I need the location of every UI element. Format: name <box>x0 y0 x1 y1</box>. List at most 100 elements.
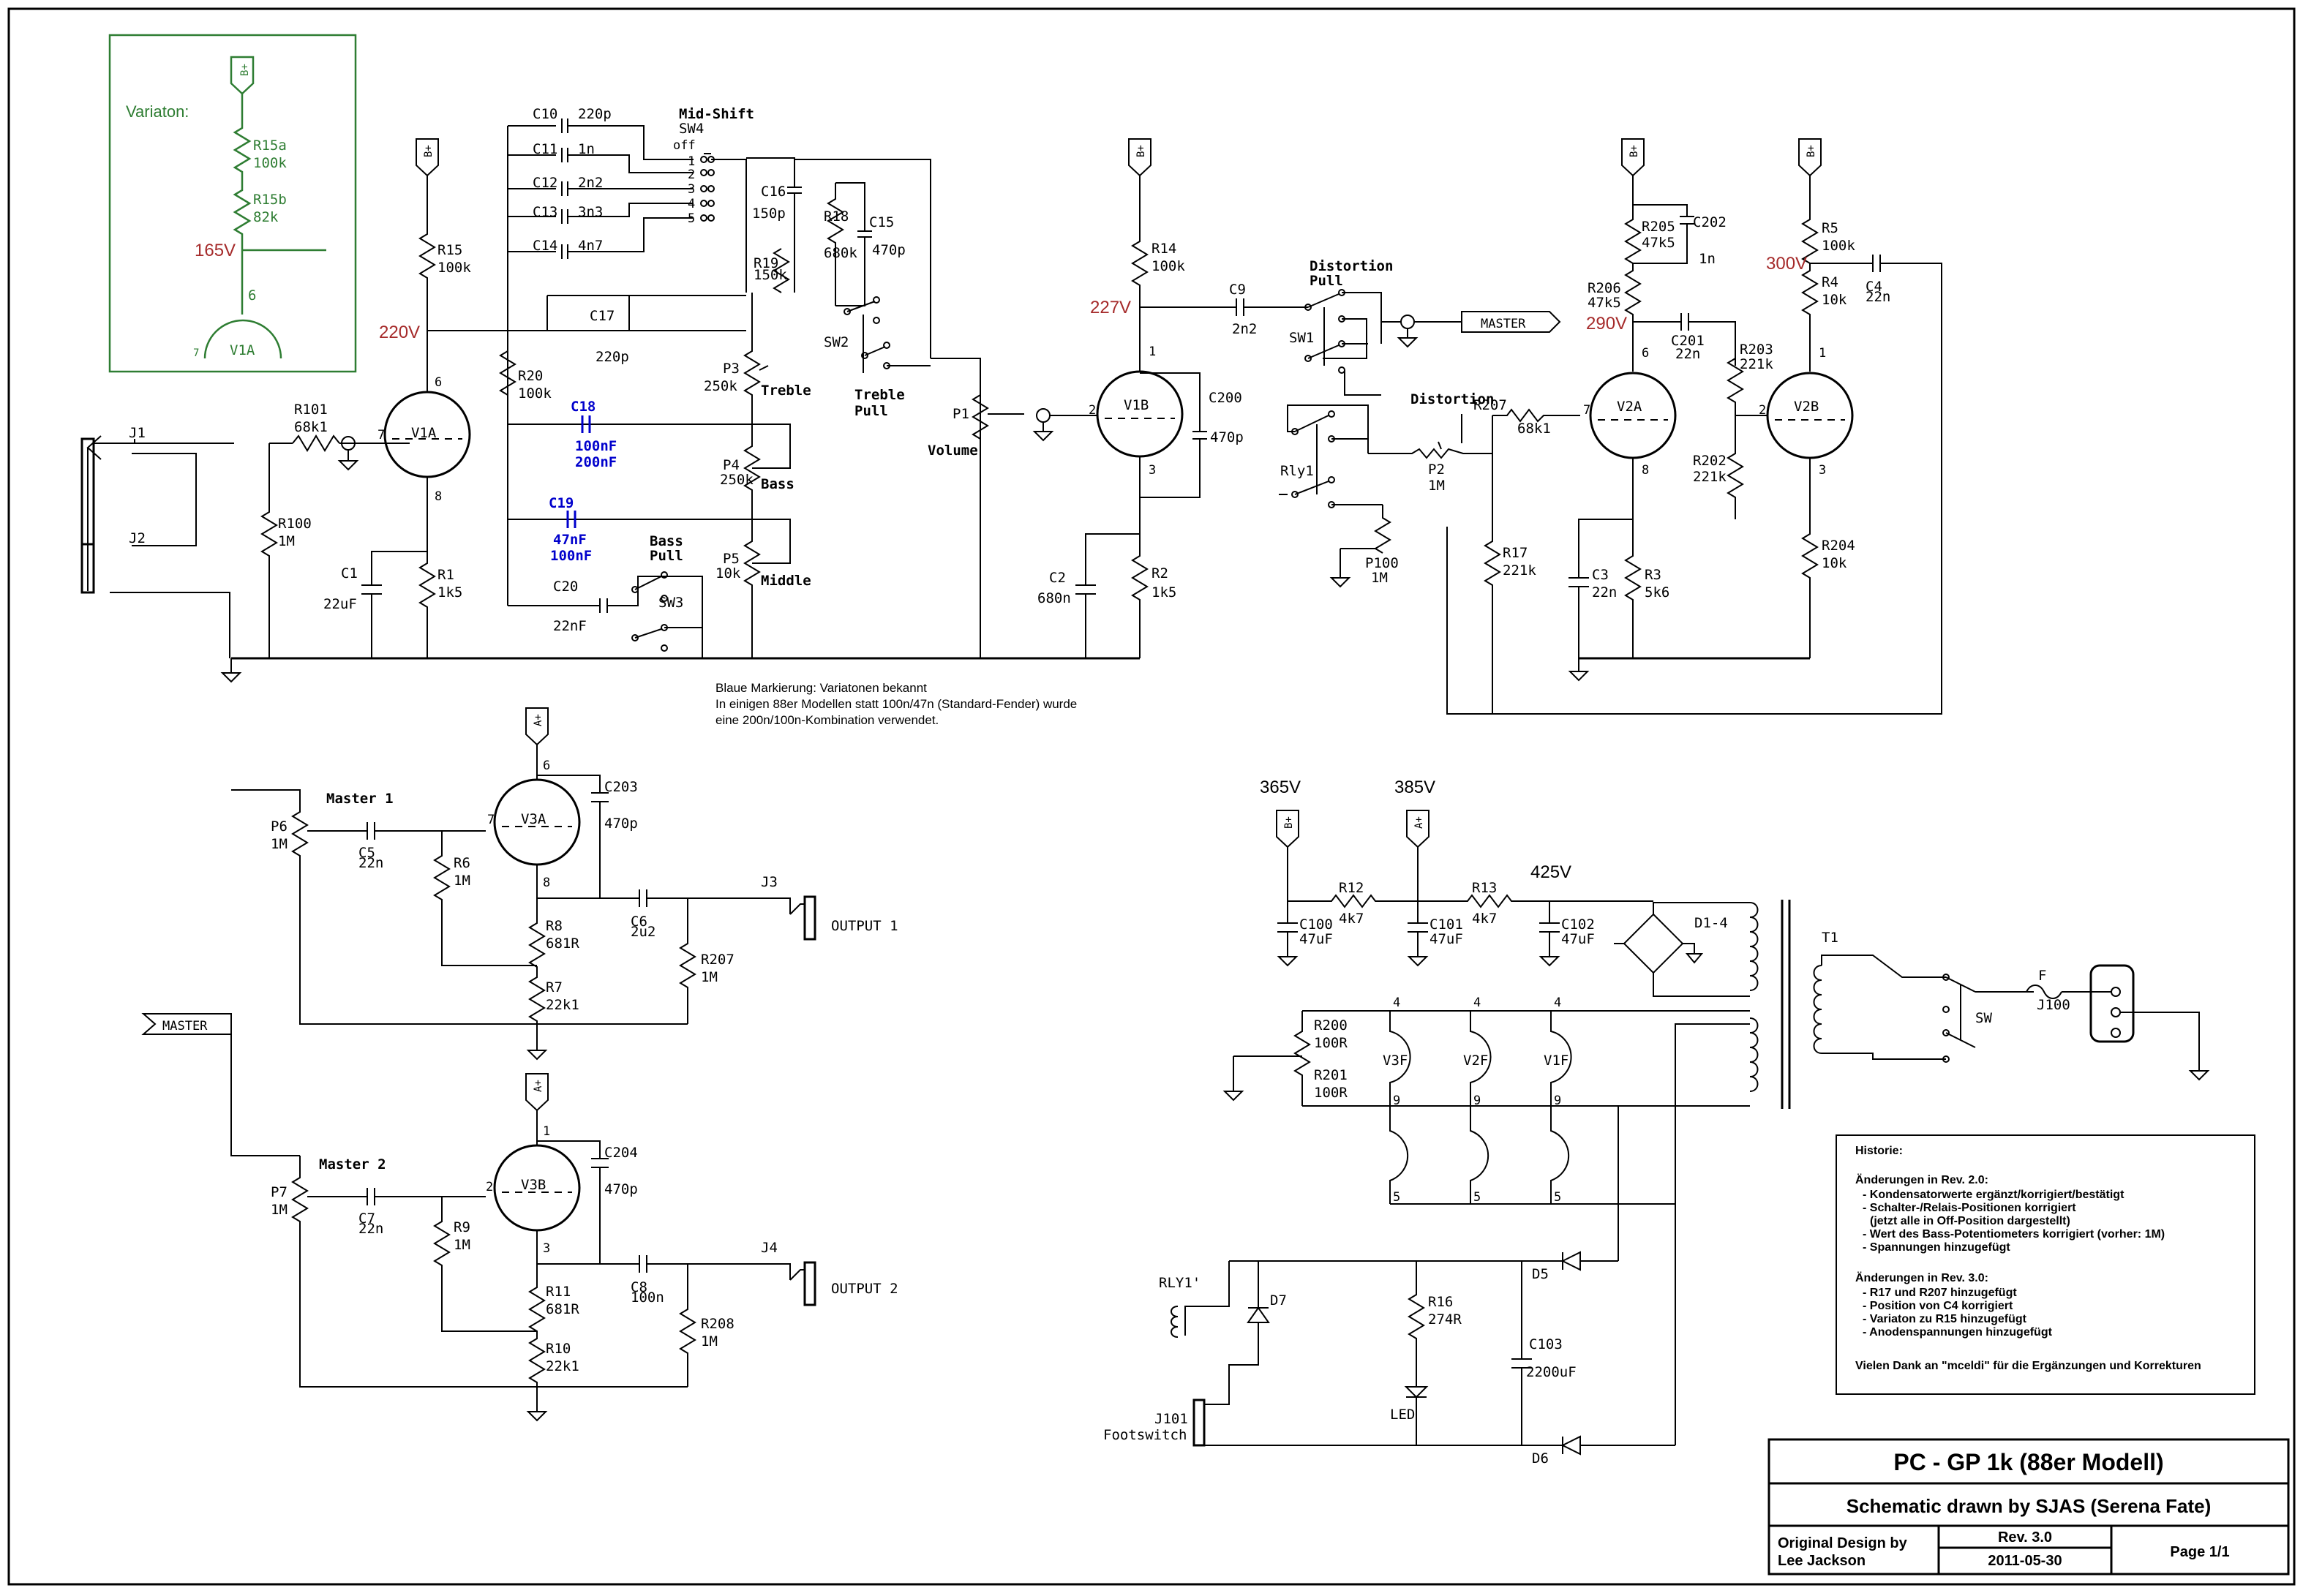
c8-label: C8 <box>631 1279 647 1295</box>
p6-label: P6 <box>271 818 288 835</box>
c1-label: C1 <box>341 565 358 581</box>
c19-value-2: 100nF <box>550 548 592 564</box>
c7-label: C7 <box>358 1211 375 1227</box>
r208-label: R208 <box>701 1316 735 1332</box>
r7-value: 22k1 <box>546 997 579 1013</box>
title-block: PC - GP 1k (88er Modell) Schematic drawn… <box>1767 1438 2290 1576</box>
c5-value: 22n <box>358 855 383 871</box>
p3-label: P3 <box>723 361 740 377</box>
c202-value: 1n <box>1699 251 1716 267</box>
sw4-off: off <box>673 138 696 153</box>
note-line-2: In einigen 88er Modellen statt 100n/47n … <box>715 697 1077 711</box>
sw4-pos2: 2 <box>688 167 695 182</box>
bass-label: Bass <box>761 476 794 492</box>
jack-j4-label: J4 <box>761 1240 778 1256</box>
v3b-pin2: 2 <box>486 1180 493 1194</box>
d5-label: D5 <box>1532 1266 1549 1282</box>
c204-value: 470p <box>604 1181 638 1197</box>
c101-value: 47uF <box>1429 931 1463 947</box>
r11-label: R11 <box>546 1284 571 1300</box>
led-label: LED <box>1390 1407 1415 1423</box>
v2f-label: V2F <box>1463 1053 1488 1069</box>
r203-label: R203 <box>1740 342 1773 358</box>
r16-value: 274R <box>1428 1311 1462 1328</box>
c16-value: 150p <box>752 206 786 222</box>
v1a-pin6: 6 <box>435 375 442 390</box>
c9-value: 2n2 <box>1232 321 1257 337</box>
variation-pin7: 7 <box>193 347 199 359</box>
v1f-pin4: 4 <box>1554 995 1561 1010</box>
rly1-label: Rly1 <box>1280 463 1314 479</box>
c100-label: C100 <box>1299 916 1333 933</box>
c18-label: C18 <box>571 399 596 415</box>
r8-label: R8 <box>546 918 563 934</box>
c17-label: C17 <box>590 308 615 324</box>
c4-value: 22n <box>1866 289 1890 305</box>
r205-value: 47k5 <box>1642 235 1675 251</box>
v3a-pin7: 7 <box>487 813 495 827</box>
r20-value: 100k <box>518 385 552 402</box>
r3-label: R3 <box>1645 567 1661 583</box>
r11-value: 681R <box>546 1301 579 1317</box>
c201-value: 22n <box>1675 346 1700 362</box>
history-rev3-line2: - Position von C4 korrigiert <box>1863 1300 2013 1312</box>
treble-label: Treble <box>761 383 811 399</box>
tube-v1b-label: V1B <box>1124 397 1149 413</box>
j100-label: J100 <box>2037 997 2070 1013</box>
p100-value: 1M <box>1371 570 1388 586</box>
variation-title: Variaton: <box>126 102 189 121</box>
v3b-aplus: A+ <box>533 1080 544 1092</box>
tube-v1a-label: V1A <box>411 425 437 441</box>
p7-value: 1M <box>271 1202 288 1218</box>
output-stage-1: Master 1 P6 1M C5 22n R6 1M V3A 7 6 8 A+… <box>141 707 898 1156</box>
c201-label: C201 <box>1671 333 1705 349</box>
history-rev2-line4: - Wert des Bass-Potentiometers korrigier… <box>1863 1228 2165 1241</box>
v3a-pin8: 8 <box>543 876 550 890</box>
output2-label: OUTPUT 2 <box>831 1281 898 1297</box>
jack-j3-label: J3 <box>761 874 778 890</box>
r14-label: R14 <box>1152 241 1176 257</box>
voltage-365: 365V <box>1260 778 1301 797</box>
revision-date: 2011-05-30 <box>1988 1553 2062 1569</box>
voltage-425: 425V <box>1530 862 1571 882</box>
distortion-pull-label: Distortion <box>1310 258 1393 274</box>
r8-value: 681R <box>546 936 579 952</box>
r9-value: 1M <box>454 1237 470 1253</box>
revision: Rev. 3.0 <box>1998 1529 2052 1546</box>
p5-value: 10k <box>715 565 741 581</box>
sw4-pos1: 1 <box>688 154 695 169</box>
c100-value: 47uF <box>1299 931 1333 947</box>
c102-label: C102 <box>1561 916 1595 933</box>
c203-label: C203 <box>604 779 638 795</box>
r200-value: 100R <box>1314 1035 1348 1051</box>
r15-value: 100k <box>437 260 471 276</box>
d7-label: D7 <box>1270 1292 1287 1309</box>
power-supply: 365V 385V 425V B+ A+ R12 4k7 R13 4k7 C10… <box>1222 778 2210 1445</box>
c200-label: C200 <box>1209 390 1242 406</box>
v2f-pin4: 4 <box>1473 995 1481 1010</box>
v3f-pin4: 4 <box>1393 995 1400 1010</box>
rly1-coil-label: RLY1' <box>1159 1275 1201 1291</box>
c204-label: C204 <box>604 1145 638 1161</box>
variation-r15b-value: 82k <box>253 209 279 225</box>
p3-value: 250k <box>704 378 737 394</box>
r204-value: 10k <box>1822 555 1847 571</box>
r19-label: R19 <box>754 255 778 271</box>
r207-output-value: 1M <box>701 969 718 985</box>
c101-label: C101 <box>1429 916 1463 933</box>
output-stage-2: Master 2 P7 1M C7 22n R9 1M V3B 2 1 3 A+… <box>271 1073 898 1422</box>
r13-label: R13 <box>1472 880 1497 896</box>
voltage-290: 290V <box>1586 314 1627 334</box>
p4-value: 250k <box>720 472 754 488</box>
p1-label: P1 <box>953 406 969 422</box>
v3a-aplus: A+ <box>533 714 544 726</box>
voltage-220: 220V <box>379 323 420 342</box>
original-design-label: Original Design by <box>1778 1535 1908 1551</box>
master-input-tag: MASTER <box>162 1019 208 1034</box>
treble-pull-label: Treble <box>854 387 905 403</box>
stage-v2a: B+ R205 47k5 C202 1n R206 47k5 290V C201… <box>1568 138 1810 682</box>
history-rev2-line2: - Schalter-/Relais-Positionen korrigiert <box>1863 1202 2076 1214</box>
c12-label: C12 <box>533 175 557 191</box>
c18-value-1: 100nF <box>575 438 617 454</box>
note-line-1: Blaue Markierung: Variatonen bekannt <box>715 681 927 695</box>
